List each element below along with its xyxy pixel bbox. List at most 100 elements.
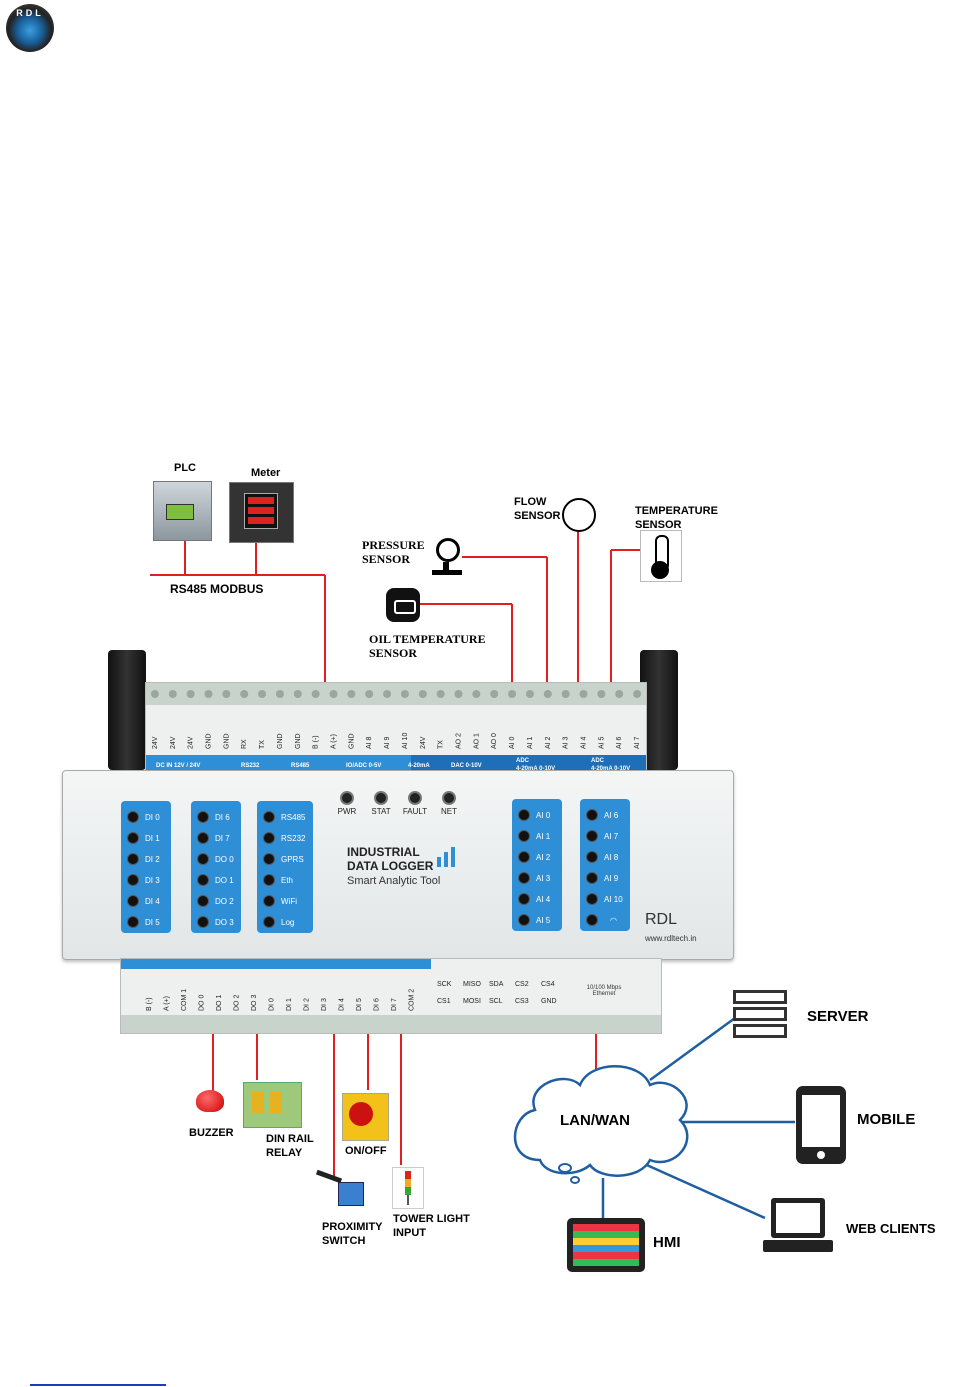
panel-di-row: DI 5 bbox=[127, 914, 160, 930]
panel-ai1-led bbox=[518, 809, 530, 821]
panel-di-led bbox=[127, 874, 139, 886]
panel-di-led bbox=[127, 895, 139, 907]
panel-ai1-label: AI 5 bbox=[536, 915, 551, 925]
top-terminal-label: RX bbox=[241, 739, 248, 749]
spi-top-label: SDA bbox=[489, 981, 504, 988]
cloud-shape bbox=[513, 1065, 689, 1177]
top-terminal-label: GND bbox=[277, 733, 284, 749]
bottom-terminal-label: DI 5 bbox=[356, 998, 363, 1011]
panel-comm-label: WiFi bbox=[281, 896, 297, 906]
panel-ai1-led bbox=[518, 851, 530, 863]
top-terminal-screw bbox=[222, 690, 231, 698]
on-off-switch-image bbox=[342, 1093, 389, 1141]
panel-comm-row: RS232 bbox=[263, 830, 305, 846]
top-group-label: DAC 0-10V bbox=[451, 763, 482, 769]
top-terminal-label: 24V bbox=[170, 736, 177, 749]
top-group-label: ADC bbox=[591, 758, 605, 764]
panel-comm-led bbox=[263, 874, 275, 886]
temperature-sensor-label: TEMPERATURE SENSOR bbox=[635, 505, 718, 531]
panel-ai2-label: AI 8 bbox=[604, 852, 619, 862]
pressure-sensor-icon bbox=[432, 538, 462, 578]
top-terminal-label: 24V bbox=[420, 736, 427, 749]
bottom-terminal-label: DO 3 bbox=[251, 995, 258, 1011]
server-icon bbox=[733, 990, 787, 1046]
panel-di-led bbox=[127, 832, 139, 844]
panel-ai1-led bbox=[518, 872, 530, 884]
top-terminal-label: B (-) bbox=[313, 735, 320, 749]
top-terminal-screw bbox=[579, 690, 588, 698]
panel-comm-label: Eth bbox=[281, 875, 294, 885]
bottom-terminal-label: DI 6 bbox=[374, 998, 381, 1011]
cloud-tail bbox=[558, 1163, 580, 1184]
panel-do-led bbox=[197, 895, 209, 907]
panel-ai1-label: AI 1 bbox=[536, 831, 551, 841]
top-terminal-label: AI 2 bbox=[545, 736, 552, 749]
panel-di-row: DI 0 bbox=[127, 809, 160, 825]
hmi-icon bbox=[567, 1218, 645, 1272]
top-terminal-screw bbox=[472, 690, 481, 698]
top-terminal-screw bbox=[597, 690, 606, 698]
panel-ai2-led bbox=[586, 809, 598, 821]
top-terminal-screw bbox=[293, 690, 302, 698]
top-terminal-label: AO 1 bbox=[473, 733, 480, 749]
panel-do-led bbox=[197, 832, 209, 844]
panel-ai1-row: AI 5 bbox=[518, 912, 550, 928]
panel-di-led bbox=[127, 853, 139, 865]
top-terminal-label: AI 3 bbox=[563, 736, 570, 749]
panel-do-row: DI 7 bbox=[197, 830, 230, 846]
panel-ai2-row: AI 9 bbox=[586, 870, 618, 886]
proximity-switch-image bbox=[315, 1169, 366, 1208]
panel-di-label: DI 2 bbox=[145, 854, 160, 864]
top-terminal-screw bbox=[615, 690, 624, 698]
plc-image bbox=[153, 481, 212, 541]
top-terminal-label: AI 7 bbox=[634, 736, 641, 749]
bottom-terminal-label: DI 0 bbox=[269, 998, 276, 1011]
top-terminal-label: GND bbox=[295, 733, 302, 749]
top-terminal-screw bbox=[525, 690, 534, 698]
rdl-logo-text: RDL bbox=[16, 8, 44, 18]
panel-ai2-led bbox=[586, 893, 598, 905]
server-label: SERVER bbox=[807, 1008, 869, 1025]
spi-top-label: SCK bbox=[437, 981, 452, 988]
panel-di-row: DI 3 bbox=[127, 872, 160, 888]
top-terminal-screw bbox=[436, 690, 445, 698]
hmi-label: HMI bbox=[653, 1234, 681, 1251]
top-terminal-label: AI 1 bbox=[527, 736, 534, 749]
panel-ai1-label: AI 2 bbox=[536, 852, 551, 862]
panel-comm-label: RS485 bbox=[281, 812, 306, 822]
meter-image bbox=[229, 482, 294, 543]
panel-ai1-led bbox=[518, 914, 530, 926]
led-stat bbox=[374, 791, 388, 805]
top-terminal-screw bbox=[454, 690, 463, 698]
device-brand: RDL bbox=[645, 911, 678, 928]
oil-temperature-icon bbox=[386, 588, 420, 622]
panel-ai2-label: AI 6 bbox=[604, 810, 619, 820]
led-pwr bbox=[340, 791, 354, 805]
panel-do-led bbox=[197, 916, 209, 928]
top-terminal-label: AI 5 bbox=[598, 736, 605, 749]
top-terminal-label: AI 0 bbox=[509, 736, 516, 749]
bottom-terminal-label: DI 4 bbox=[339, 998, 346, 1011]
top-terminal-label: GND bbox=[223, 733, 230, 749]
panel-do-label: DO 3 bbox=[215, 917, 234, 927]
spi-top-label: MISO bbox=[463, 981, 481, 988]
cloud-label: LAN/WAN bbox=[560, 1112, 630, 1129]
top-terminal-label: A (+) bbox=[331, 734, 338, 749]
panel-comm-led bbox=[263, 811, 275, 823]
panel-comm-row: RS485 bbox=[263, 809, 305, 825]
top-terminal-screw bbox=[400, 690, 409, 698]
proximity-switch-label: PROXIMITY SWITCH bbox=[322, 1221, 383, 1247]
top-terminal-label: GND bbox=[206, 733, 213, 749]
panel-di-led bbox=[127, 811, 139, 823]
panel-ai2-label: AI 10 bbox=[604, 894, 623, 904]
footer-link-line[interactable] bbox=[30, 1384, 166, 1386]
bottom-terminal-label: DI 2 bbox=[304, 998, 311, 1011]
panel-do-row: DO 3 bbox=[197, 914, 234, 930]
panel-comm-row: Log bbox=[263, 914, 294, 930]
panel-ai2-row: AI 10 bbox=[586, 891, 623, 907]
top-terminal-screw bbox=[168, 690, 177, 698]
device-website: www.rdltech.in bbox=[645, 934, 697, 943]
